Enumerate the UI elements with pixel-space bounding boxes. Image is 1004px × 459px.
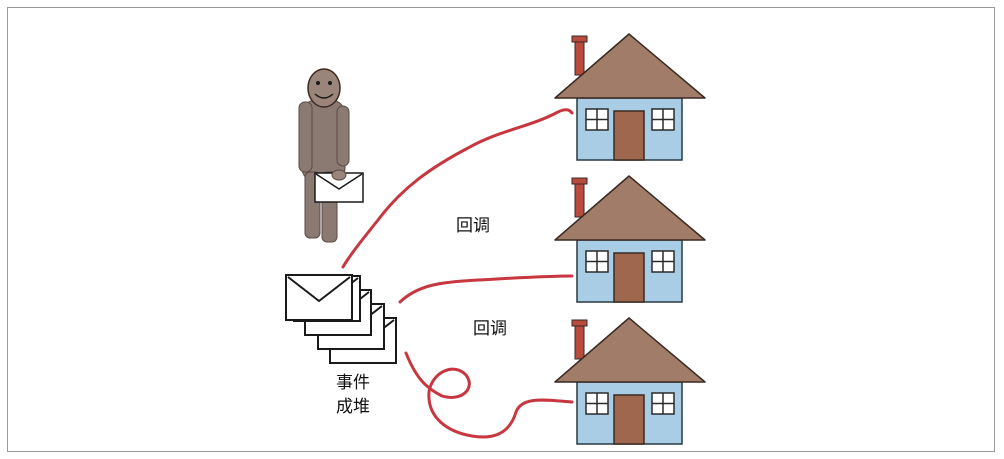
callback-wire-bottom [406, 353, 572, 437]
event-pile-label-line1: 事件 [336, 371, 370, 395]
event-pile-label-line2: 成堆 [336, 395, 370, 419]
callback-label: 回调 [456, 218, 490, 235]
envelope-stack-icon [286, 275, 396, 363]
carried-envelope-icon [315, 170, 363, 202]
callback-label: 回调 [473, 321, 507, 338]
house-icon [555, 34, 705, 160]
callback-wire-top [343, 110, 572, 267]
house-icon [555, 318, 705, 444]
person-icon [299, 69, 349, 242]
callback-wire-middle [400, 276, 572, 302]
house-icon [555, 176, 705, 302]
event-pile-label: 事件 成堆 [336, 371, 370, 419]
